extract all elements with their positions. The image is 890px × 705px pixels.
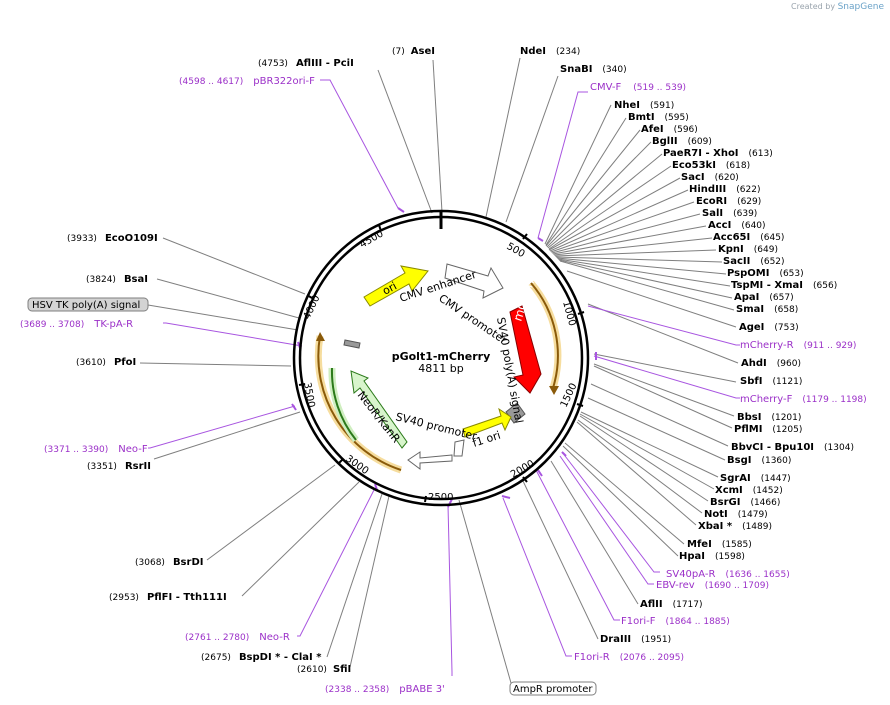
label-mfei: MfeI(1585) <box>687 539 752 550</box>
label-sbfi: SbfI(1121) <box>740 376 802 387</box>
label-snabi: SnaBI(340) <box>560 64 627 75</box>
label-eco0109i: (3933)EcoO109I <box>67 233 158 244</box>
label-afei: AfeI(596) <box>641 124 698 135</box>
label-aflii: AflII(1717) <box>640 599 703 610</box>
tick-3500: 3500 <box>301 382 316 409</box>
label-paer7i: PaeR7I - XhoI(613) <box>663 148 773 159</box>
label-mcherry-r: mCherry-R(911 .. 929) <box>740 340 856 351</box>
enzyme-labels-right: (7)AseI NdeI(234) SnaBI(340) CMV-F(519 .… <box>392 46 867 663</box>
label-smai: SmaI(658) <box>736 304 798 315</box>
label-ebv-rev: EBV-rev(1690 .. 1709) <box>656 580 769 591</box>
label-f1ori-f: F1ori-F(1864 .. 1885) <box>621 616 730 627</box>
neo-inner-line <box>330 367 357 441</box>
label-sali: SalI(639) <box>702 208 757 219</box>
label-hindiii: HindIII(622) <box>689 184 760 195</box>
label-afliii: (4753)AflIII - PciI <box>258 58 354 69</box>
label-pbr322ori-f: (4598 .. 4617)pBR322ori-F <box>179 76 315 87</box>
label-bmti: BmtI(595) <box>628 112 689 123</box>
primer-leader-lines <box>148 79 740 676</box>
tick-4500: 4500 <box>358 228 386 250</box>
label-bbsi: BbsI(1201) <box>737 412 801 423</box>
label-acc65i: Acc65I(645) <box>713 232 784 243</box>
label-saci: SacI(620) <box>681 172 739 183</box>
mcherry-label: mCherry <box>511 269 540 323</box>
sv40-promoter-label: SV40 promoter <box>394 410 478 443</box>
tick-3000: 3000 <box>343 453 370 477</box>
label-eco53ki: Eco53kI(618) <box>672 160 750 171</box>
label-neo-r: (2761 .. 2780)Neo-R <box>185 632 290 643</box>
ampr-promoter-arrow <box>549 386 559 395</box>
label-kpni: KpnI(649) <box>718 244 778 255</box>
label-ahdi: AhdI(960) <box>741 358 801 369</box>
sv40-origin-feature[interactable] <box>453 439 465 457</box>
label-sgrai: SgrAI(1447) <box>720 473 791 484</box>
sv40-promoter-feature[interactable] <box>407 451 453 470</box>
tick-2500: 2500 <box>428 492 453 503</box>
label-asei: (7)AseI <box>392 46 435 57</box>
label-ndei: NdeI(234) <box>520 46 580 57</box>
label-pflfi: (2953)PflFI - Tth111I <box>109 592 227 603</box>
label-f1ori-r: F1ori-R(2076 .. 2095) <box>574 652 684 663</box>
neo-primer-arrow <box>316 332 325 341</box>
credit-text: Created by <box>791 2 836 11</box>
label-bbvci: BbvCI - Bpu10I(1304) <box>731 442 854 453</box>
tick-marks <box>298 224 585 503</box>
neo-kan-feature[interactable] <box>350 370 408 449</box>
label-draiii: DraIII(1951) <box>600 634 671 645</box>
label-bglii: BglII(609) <box>652 136 712 147</box>
label-sfii: (2610)SfiI <box>297 664 351 675</box>
plasmid-name: pGolt1-mCherry <box>392 350 491 363</box>
hsv-tk-box[interactable] <box>27 297 149 312</box>
label-ecori: EcoRI(629) <box>696 196 761 207</box>
label-mcherry-f: mCherry-F(1179 .. 1198) <box>740 394 867 405</box>
tick-1000: 1000 <box>560 300 577 327</box>
label-neo-f: (3371 .. 3390)Neo-F <box>44 444 148 455</box>
neo-primer-line <box>317 335 402 471</box>
plasmid-size: 4811 bp <box>418 362 463 375</box>
label-cmvf: CMV-F(519 .. 539) <box>590 82 686 93</box>
cmv-enhancer-feature[interactable] <box>444 263 504 299</box>
ampr-promoter-text: AmpR promoter <box>513 684 593 695</box>
label-pfoi: (3610)PfoI <box>76 357 136 368</box>
hsv-tk-polya-feature[interactable] <box>343 339 361 349</box>
label-pbabe: (2338 .. 2358)pBABE 3' <box>325 684 445 695</box>
label-hpai: HpaI(1598) <box>679 551 745 562</box>
label-apai: ApaI(657) <box>734 292 794 303</box>
label-tspmi: TspMI - XmaI(656) <box>731 280 837 291</box>
label-rsrii: (3351)RsrII <box>87 461 151 472</box>
ori-feature[interactable] <box>363 265 429 307</box>
snapgene-credit: Created by SnapGene <box>791 2 884 12</box>
label-sacii: SacII(652) <box>723 256 785 267</box>
ampr-promoter-line <box>530 282 559 389</box>
label-xcmi: XcmI(1452) <box>715 485 783 496</box>
enzyme-labels-left: (2338 .. 2358)pBABE 3' (2610)SfiI (2675)… <box>20 58 445 695</box>
backbone-outer <box>292 209 590 507</box>
label-bsgi: BsgI(1360) <box>727 455 791 466</box>
enzyme-leader-lines <box>139 57 739 684</box>
label-nhei: NheI(591) <box>614 100 674 111</box>
mcherry-feature[interactable] <box>509 305 542 394</box>
label-agei: AgeI(753) <box>739 322 799 333</box>
label-bspdi: (2675)BspDI * - ClaI * <box>201 652 322 663</box>
label-xbai: XbaI *(1489) <box>698 521 772 532</box>
label-noti: NotI(1479) <box>704 509 768 520</box>
label-acci: AccI(640) <box>708 220 766 231</box>
label-bsrdi: (3068)BsrDI <box>135 557 203 568</box>
label-pspomi: PspOMI(653) <box>727 268 804 279</box>
hsv-tk-text: HSV TK poly(A) signal <box>32 300 140 311</box>
label-sv40pa-r: SV40pA-R(1636 .. 1655) <box>666 569 790 580</box>
f1-ori-feature[interactable] <box>462 407 512 438</box>
label-pflmi: PflMI(1205) <box>734 424 802 435</box>
snapgene-logo: SnapGene <box>837 2 884 12</box>
ampr-promoter-box[interactable] <box>509 681 597 696</box>
label-tkpa-r: (3689 .. 3708)TK-pA-R <box>20 319 133 330</box>
label-bsai: (3824)BsaI <box>86 274 148 285</box>
tick-4000: 4000 <box>302 294 323 322</box>
label-bsrgi: BsrGI(1466) <box>710 497 780 508</box>
ori-label: ori <box>380 279 399 297</box>
